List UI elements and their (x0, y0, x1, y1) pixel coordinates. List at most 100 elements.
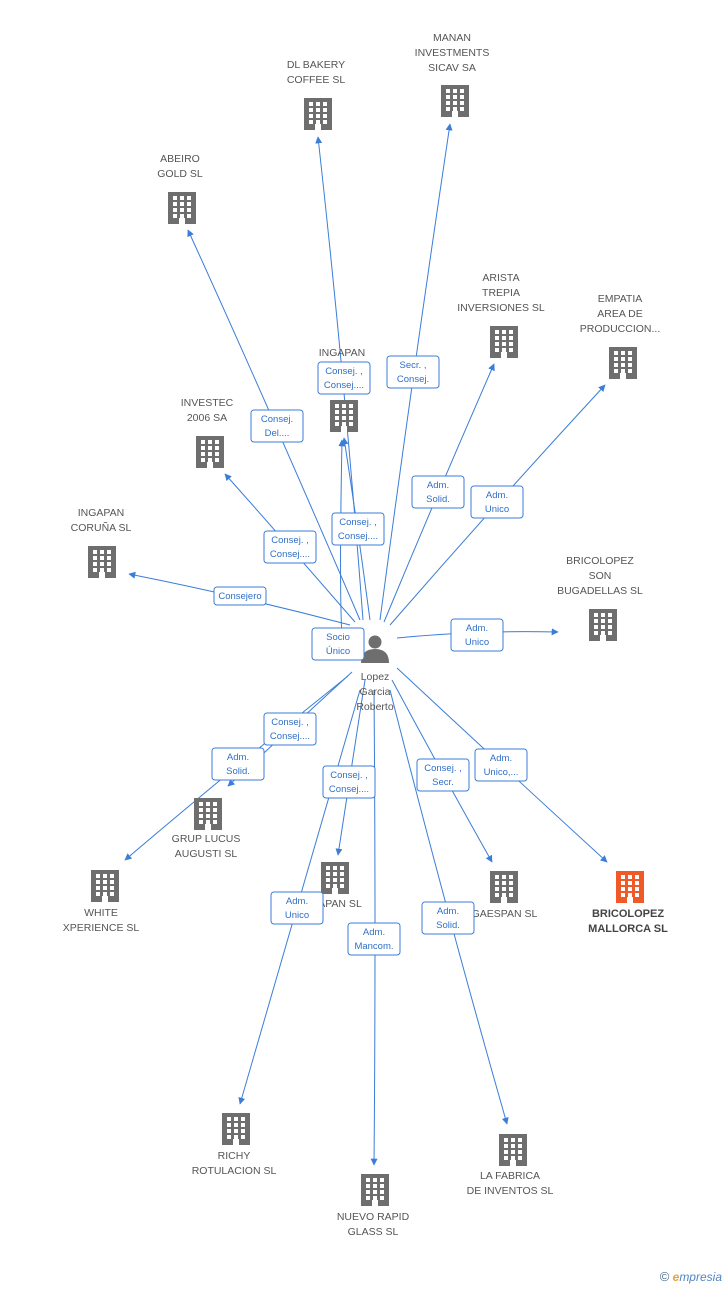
building-icon[interactable] (321, 862, 349, 894)
building-icon[interactable] (222, 1113, 250, 1145)
building-icon[interactable] (168, 192, 196, 224)
edge-label-white[interactable]: Adm.Solid. (211, 747, 265, 781)
building-window (509, 893, 513, 897)
edge-label-box[interactable] (450, 618, 504, 652)
building-icon[interactable] (91, 870, 119, 902)
edge-label-bricolopez-son[interactable]: Adm.Unico (450, 618, 504, 652)
building-window (502, 336, 506, 340)
edge-label-box[interactable] (250, 409, 304, 443)
building-window (511, 1156, 515, 1160)
edge-label-box[interactable] (474, 748, 528, 782)
edge-label-la-fabrica[interactable]: Adm.Solid. (421, 901, 475, 935)
edge-label-box[interactable] (311, 627, 365, 661)
edge-label-manan[interactable]: Secr. ,Consej. (386, 355, 440, 389)
company-name-line: DL BAKERY (287, 59, 345, 71)
building-window (349, 416, 353, 420)
building-icon[interactable] (330, 400, 358, 432)
edge-label-investec[interactable]: Consej. ,Consej.... (263, 530, 317, 564)
edge-label-nuevo-rapid[interactable]: Adm.Mancom. (347, 922, 401, 956)
edge-label-box[interactable] (317, 361, 371, 395)
building-icon[interactable] (499, 1134, 527, 1166)
edge-label-apan[interactable]: Consej. ,Consej.... (322, 765, 376, 799)
building-icon[interactable] (196, 436, 224, 468)
edge-label-box[interactable] (263, 530, 317, 564)
edge-label-arista[interactable]: Adm.Solid. (411, 475, 465, 509)
building-icon[interactable] (194, 798, 222, 830)
building-icon[interactable] (490, 871, 518, 903)
building-window (502, 881, 506, 885)
edge-label-box[interactable] (270, 891, 324, 925)
edge-label-box[interactable] (263, 712, 317, 746)
edge-label-text: Adm. (490, 753, 512, 764)
building-icon[interactable] (609, 347, 637, 379)
building-window (199, 802, 203, 806)
building-window (504, 1144, 508, 1148)
edge-label-text: Adm. (427, 480, 449, 491)
building-door (99, 572, 105, 578)
building-window (621, 893, 625, 897)
edge-label-abeiro[interactable]: Consej.Del.... (250, 409, 304, 443)
edge-label-box[interactable] (416, 758, 470, 792)
edge-label-box[interactable] (322, 765, 376, 799)
building-icon[interactable] (616, 871, 644, 903)
building-window (380, 1178, 384, 1182)
person-name-line: Lopez (361, 671, 390, 683)
edge-label-igaespan[interactable]: Consej. ,Secr. (416, 758, 470, 792)
edge-label-grup-lucus[interactable]: Consej. ,Consej.... (263, 712, 317, 746)
building-window (316, 102, 320, 106)
building-icon[interactable] (589, 609, 617, 641)
edge-label-bricolopez-mallorca[interactable]: Adm.Unico,... (474, 748, 528, 782)
edge-label-ingapan[interactable]: Consej. ,Consej.... (331, 512, 385, 546)
building-window (621, 351, 625, 355)
building-icon[interactable] (88, 546, 116, 578)
company-node-igaespan[interactable]: IGAESPAN SL (469, 871, 538, 920)
building-window (100, 562, 104, 566)
building-window (173, 208, 177, 212)
building-window (234, 1135, 238, 1139)
company-name-line: INVESTEC (181, 397, 234, 409)
building-window (621, 881, 625, 885)
edge-label-box[interactable] (213, 586, 267, 606)
edge-label-box[interactable] (421, 901, 475, 935)
building-window (215, 440, 219, 444)
building-window (173, 196, 177, 200)
person-icon (361, 635, 389, 663)
building-window (187, 214, 191, 218)
company-node-apan[interactable]: APAN SL (318, 862, 362, 910)
edge-label-ingapan-coruna[interactable]: Consejero (213, 586, 267, 606)
edge-label-box[interactable] (411, 475, 465, 509)
edge-label-box[interactable] (331, 512, 385, 546)
edge-label-empatia[interactable]: Adm.Unico (470, 485, 524, 519)
building-icon[interactable] (441, 85, 469, 117)
edge-label-richy[interactable]: Adm.Unico (270, 891, 324, 925)
edge-label-box[interactable] (347, 922, 401, 956)
building-window (608, 631, 612, 635)
building-icon[interactable] (304, 98, 332, 130)
building-window (502, 348, 506, 352)
building-icon[interactable] (490, 326, 518, 358)
building-window (453, 89, 457, 93)
edge-label-dl-bakery[interactable]: Consej. ,Consej.... (317, 361, 371, 395)
company-name-line: INGAPAN (319, 347, 365, 359)
edge-label-box[interactable] (211, 747, 265, 781)
edge-label-box[interactable] (386, 355, 440, 389)
building-window (333, 878, 337, 882)
edge-label-box[interactable] (470, 485, 524, 519)
building-icon[interactable] (361, 1174, 389, 1206)
